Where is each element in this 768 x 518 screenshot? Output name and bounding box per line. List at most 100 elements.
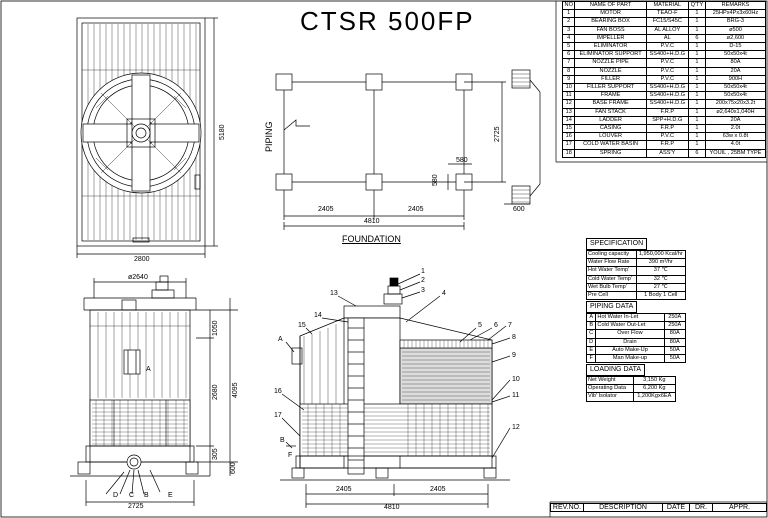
dim-side-half-1: 2405 xyxy=(336,486,352,493)
cell: BASE FRAME xyxy=(574,99,647,109)
cell: 50A xyxy=(663,345,686,356)
cell: 27 ℃ xyxy=(635,282,687,293)
dim-front-4095: 4095 xyxy=(232,382,239,398)
cell: 1 xyxy=(561,9,576,19)
cell: 2 xyxy=(561,17,576,27)
cell: DR. xyxy=(689,502,713,513)
cell: E xyxy=(585,345,597,356)
dim-plan-height: 5180 xyxy=(219,124,226,140)
cell: 63w x 0.8t xyxy=(704,132,767,142)
col-material: MATERIAL xyxy=(645,0,689,11)
cell: YOUIL , 25BM TYPE xyxy=(704,148,767,158)
table-row: Hot Water Temp'37 ℃ xyxy=(586,266,687,276)
callout-E: E xyxy=(168,492,173,499)
dim-foundation-580-b: 580 xyxy=(432,174,439,186)
dim-foundation-half-1: 2405 xyxy=(318,206,334,213)
cell: 1 xyxy=(687,115,706,126)
cell: 8 xyxy=(561,66,576,76)
cell: 13 xyxy=(561,107,576,117)
cell: P.V.C xyxy=(645,132,689,142)
col-name: NAME OF PART xyxy=(574,0,647,11)
cell: SS400+H.D.G xyxy=(645,99,689,109)
piping-data-title: PIPING DATA xyxy=(586,301,638,313)
cell: 6 xyxy=(687,33,706,44)
callout-7: 7 xyxy=(508,322,512,329)
callout-8: 8 xyxy=(512,334,516,341)
dim-foundation-half-2: 2405 xyxy=(408,206,424,213)
cell: 1 xyxy=(687,140,706,150)
cell: 6 xyxy=(561,50,576,60)
cell: FAN STACK xyxy=(574,107,647,117)
callout-14: 14 xyxy=(314,312,322,319)
cell: NOZZLE PIPE xyxy=(574,58,647,68)
cell: 50x50x4t xyxy=(704,91,767,101)
dim-plan-width: 2800 xyxy=(134,256,150,263)
cell: 11 xyxy=(561,91,576,101)
cell: DESCRIPTION xyxy=(583,502,663,513)
dim-front-600: 600 xyxy=(230,462,237,474)
loading-data-title: LOADING DATA xyxy=(586,364,646,376)
cell: FILLER xyxy=(574,74,647,85)
cell: P.V.C xyxy=(645,58,689,68)
cell: SPP+H.D.G xyxy=(645,115,689,126)
table-row: Wet Bulb Temp'27 ℃ xyxy=(586,282,687,293)
cell: 32 ℃ xyxy=(635,274,687,284)
callout-17: 17 xyxy=(274,412,282,419)
cell: Hot Water Temp' xyxy=(586,266,637,276)
cell: 1 xyxy=(687,91,706,101)
cell: SS400+H.D.G xyxy=(645,50,689,60)
cell: SS400+H.D.G xyxy=(645,83,689,93)
cell: APPR. xyxy=(712,502,767,513)
cell: BRG-3 xyxy=(704,17,767,27)
callout-B-side: B xyxy=(280,437,285,444)
dim-front-2680: 2680 xyxy=(212,384,219,400)
callout-A-front: A xyxy=(146,366,151,373)
cell: FILLER SUPPORT xyxy=(574,83,647,93)
cell: 25HPx4Px3x60Hz xyxy=(704,9,767,19)
cell: B xyxy=(585,321,597,331)
table-row: REV.NO. DESCRIPTION DATE DR. APPR. xyxy=(550,502,767,513)
cell: 3,150 Kg xyxy=(632,375,677,386)
cell: FRAME xyxy=(574,91,647,101)
cell: F.R.P xyxy=(645,124,689,134)
cell: AL xyxy=(645,33,689,44)
cell: SS400+H.D.G xyxy=(645,91,689,101)
cell: ASS'Y xyxy=(645,148,689,158)
dim-front-width: 2725 xyxy=(128,503,144,510)
cell: 3 xyxy=(561,25,576,35)
parts-table-header: NO NAME OF PART MATERIAL Q'TY REMARKS xyxy=(561,0,767,11)
dim-foundation-580-a: 580 xyxy=(456,157,468,164)
cell: 10 xyxy=(561,83,576,93)
cell: 1 xyxy=(687,124,706,134)
cell: 15 xyxy=(561,124,576,134)
cell: 1,950,000 Kcal/hr xyxy=(635,249,687,260)
cell: 14 xyxy=(561,115,576,126)
cell: AL ALLOY xyxy=(645,25,689,35)
cell: 1 xyxy=(687,74,706,85)
cell: F xyxy=(585,354,597,364)
cell: 1,200Kgx6EA xyxy=(632,392,677,402)
cell: Wet Bulb Temp' xyxy=(586,282,637,293)
cell: Water Flow Rate xyxy=(586,258,637,268)
cell: 1 xyxy=(687,9,706,19)
cell: 4.0t xyxy=(704,140,767,150)
cell: 1 Body 1 Cell xyxy=(635,291,687,301)
cell: 6 xyxy=(687,148,706,158)
col-qty: Q'TY xyxy=(687,0,706,11)
